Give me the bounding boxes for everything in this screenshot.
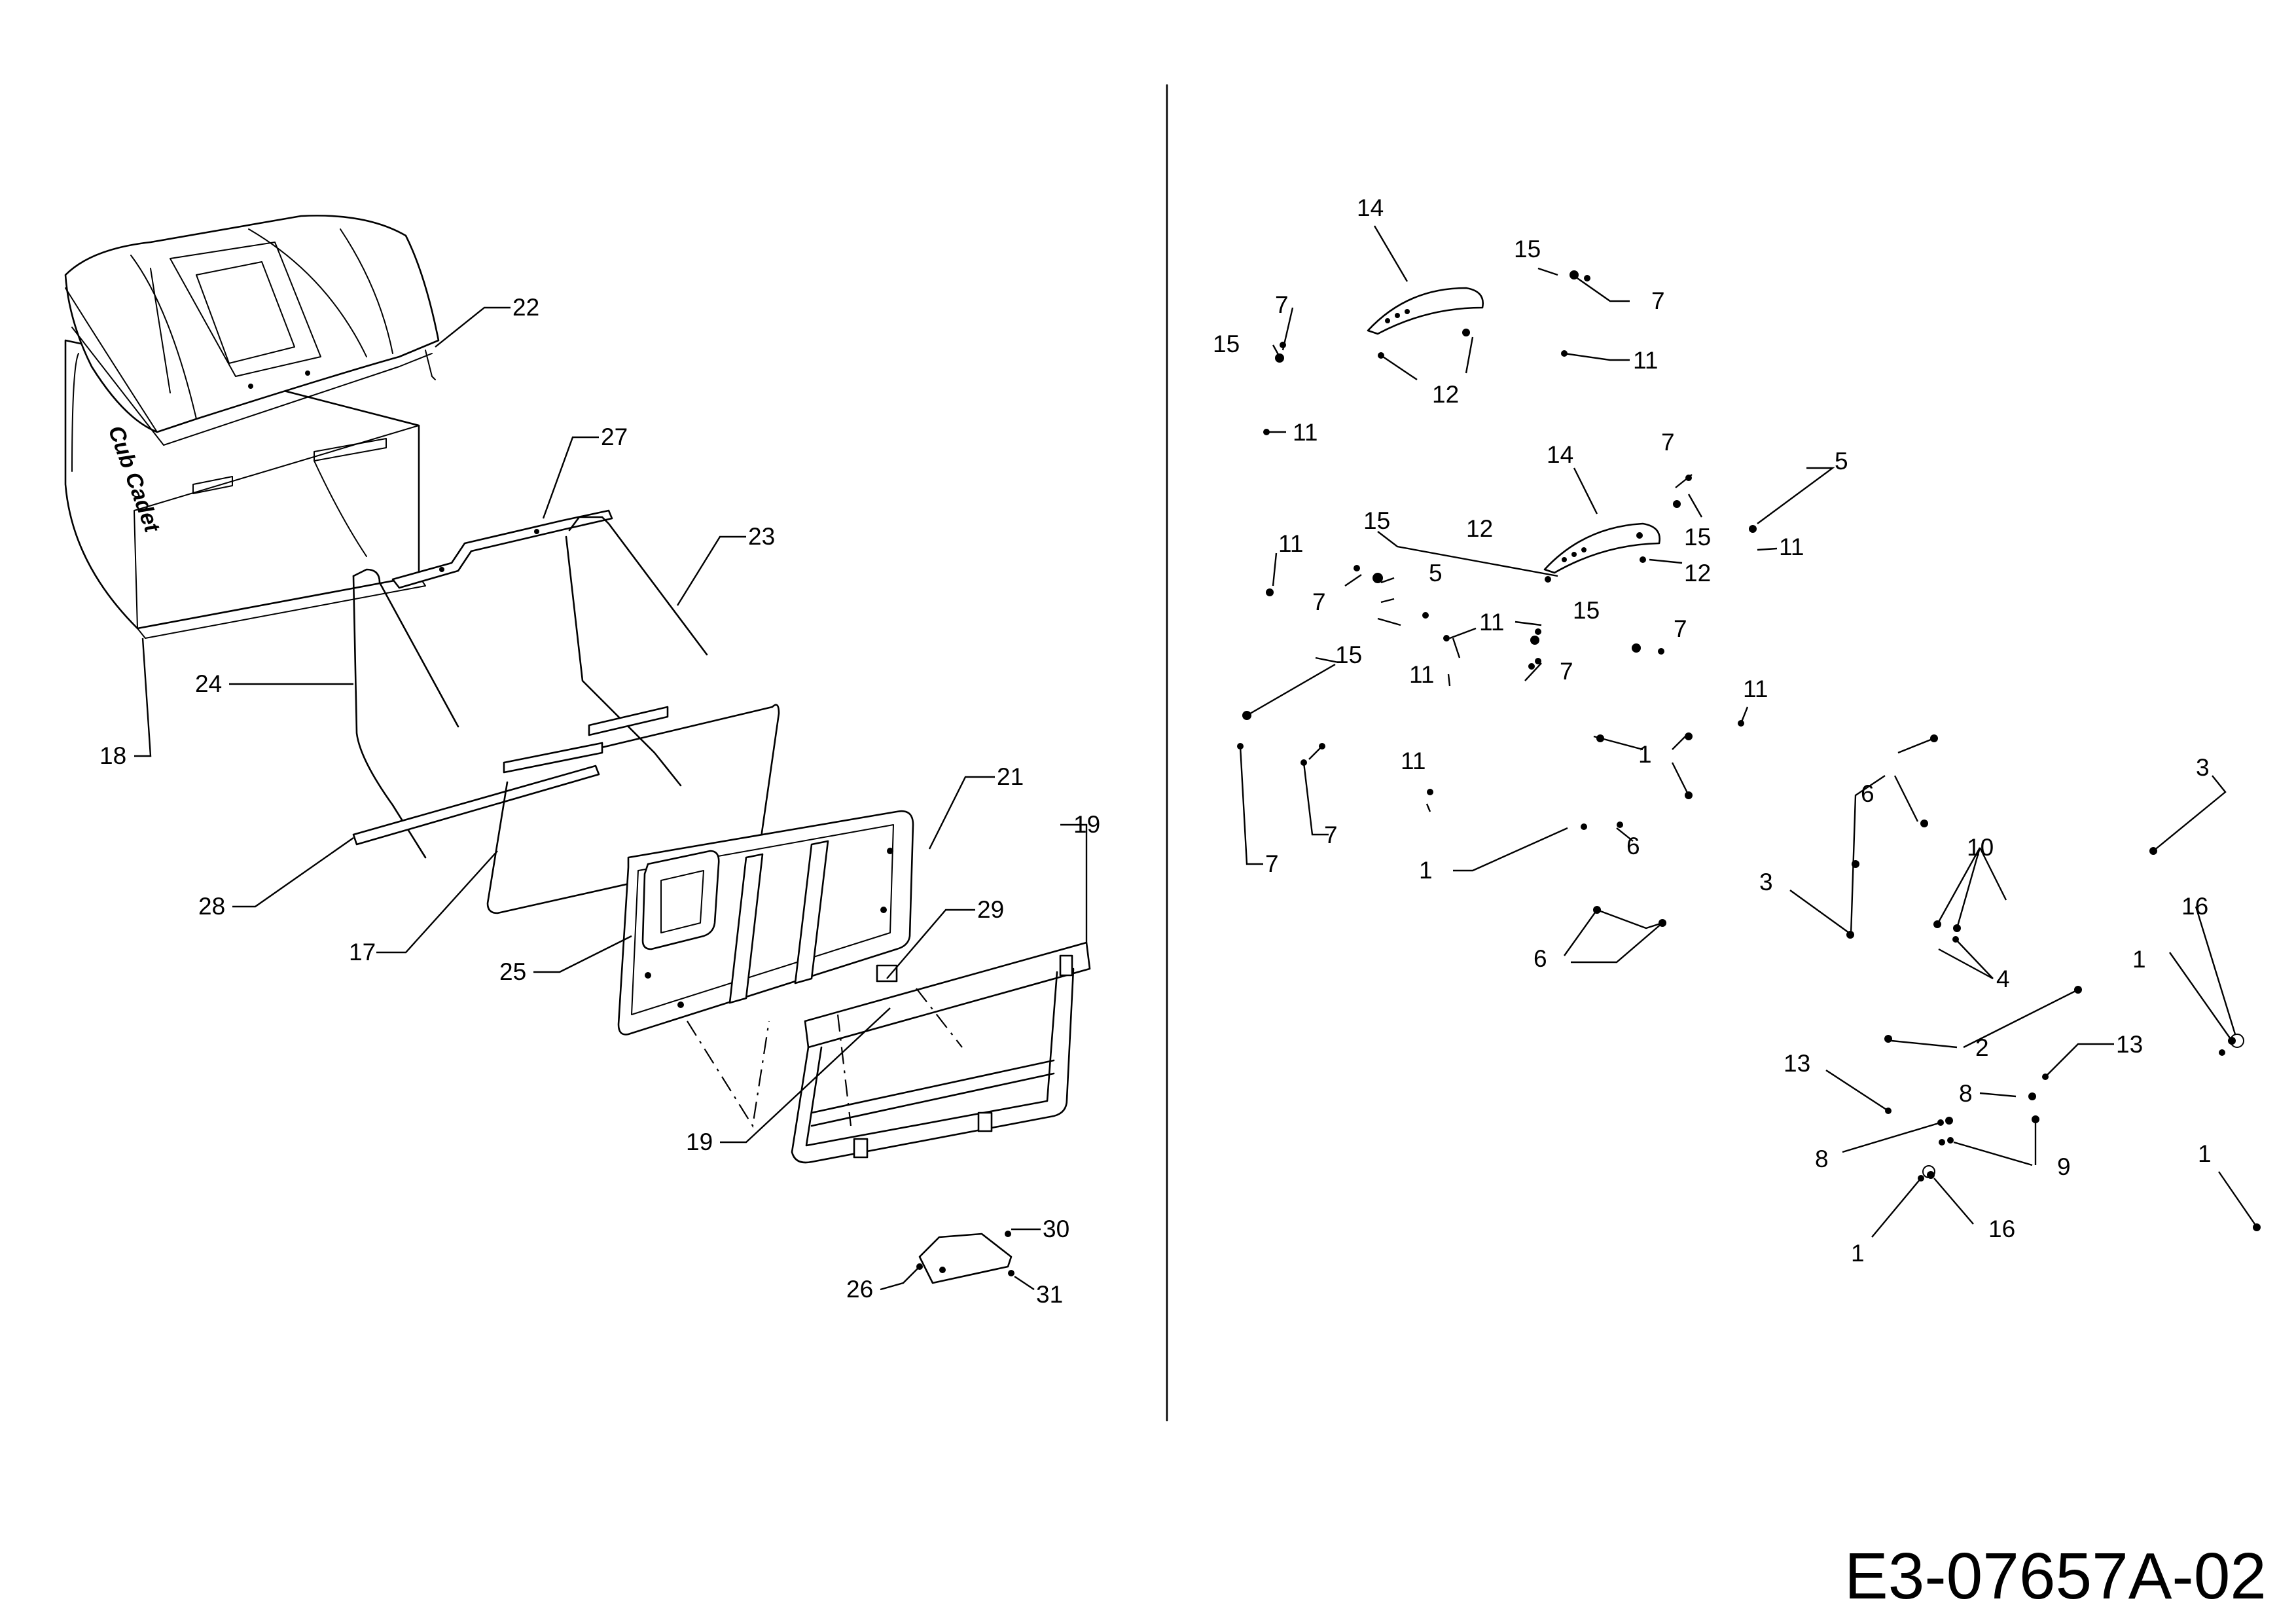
top-bar bbox=[391, 509, 613, 589]
callout-11-b: 11 bbox=[1293, 419, 1318, 446]
callout-15-b: 15 bbox=[1213, 331, 1240, 357]
fasteners bbox=[1237, 270, 2261, 1231]
callout-1-a: 1 bbox=[1638, 741, 1652, 768]
plate-26 bbox=[918, 1233, 1013, 1284]
callout-7-c: 7 bbox=[1661, 429, 1675, 456]
callout-11-c: 11 bbox=[1278, 530, 1303, 557]
callout-6-a: 6 bbox=[1626, 833, 1640, 859]
callout-15-c: 15 bbox=[1363, 507, 1390, 534]
callout-15-d: 15 bbox=[1684, 524, 1711, 550]
callout-16-b: 16 bbox=[1988, 1216, 2015, 1242]
callout-15-f: 15 bbox=[1335, 641, 1362, 668]
bar-28 bbox=[352, 765, 600, 846]
frame-24 bbox=[352, 568, 459, 859]
callout-14-lower: 14 bbox=[1547, 441, 1573, 468]
callout-9: 9 bbox=[2057, 1153, 2071, 1180]
callout-13-a: 13 bbox=[1784, 1050, 1810, 1077]
callout-31: 31 bbox=[1036, 1281, 1063, 1308]
callout-23: 23 bbox=[748, 523, 775, 550]
callout-11-d: 11 bbox=[1779, 533, 1804, 560]
callout-7-d: 7 bbox=[1312, 588, 1326, 615]
callout-17: 17 bbox=[349, 939, 376, 965]
callout-7-h: 7 bbox=[1265, 850, 1279, 877]
callout-14-upper: 14 bbox=[1357, 194, 1384, 221]
right-leaders bbox=[1239, 225, 2255, 1238]
callout-3-a: 3 bbox=[2196, 754, 2210, 781]
callout-6-c: 6 bbox=[1534, 945, 1547, 972]
callout-1-d: 1 bbox=[2198, 1140, 2212, 1167]
callout-11-e: 11 bbox=[1479, 609, 1504, 636]
callout-26: 26 bbox=[846, 1276, 873, 1303]
callout-6-b: 6 bbox=[1861, 780, 1874, 807]
callout-30: 30 bbox=[1043, 1216, 1069, 1242]
callout-12-a: 12 bbox=[1432, 381, 1459, 408]
callout-29: 29 bbox=[977, 896, 1004, 923]
callout-7-e: 7 bbox=[1674, 615, 1687, 642]
drawing-number: E3-07657A-02 bbox=[1844, 1540, 2267, 1613]
callout-11-a: 11 bbox=[1633, 347, 1658, 374]
callout-13-b: 13 bbox=[2116, 1031, 2143, 1058]
callout-27: 27 bbox=[601, 424, 628, 450]
callout-19-bottom: 19 bbox=[686, 1128, 713, 1155]
callout-7-b: 7 bbox=[1651, 287, 1665, 314]
callout-11-h: 11 bbox=[1401, 748, 1426, 774]
callout-3-b: 3 bbox=[1759, 869, 1773, 895]
frame-17 bbox=[486, 704, 780, 914]
callout-22: 22 bbox=[512, 294, 539, 321]
callout-15-e: 15 bbox=[1573, 597, 1600, 624]
hardware-group: 14 15 7 7 15 12 11 11 14 7 5 15 11 15 12… bbox=[1213, 194, 2261, 1267]
callout-1-e: 1 bbox=[1851, 1240, 1865, 1267]
callout-12-b: 12 bbox=[1466, 515, 1493, 542]
callout-8-b: 8 bbox=[1815, 1146, 1829, 1172]
callout-12-c: 12 bbox=[1684, 560, 1711, 586]
callout-5-a: 5 bbox=[1835, 448, 1848, 475]
callout-16-a: 16 bbox=[2181, 893, 2208, 920]
callout-11-f: 11 bbox=[1409, 661, 1434, 688]
callout-24: 24 bbox=[195, 670, 222, 697]
callout-21: 21 bbox=[997, 763, 1024, 790]
callout-7-a: 7 bbox=[1275, 291, 1289, 318]
handle-lower bbox=[1543, 522, 1660, 574]
callout-7-f: 7 bbox=[1560, 658, 1573, 685]
handle-upper bbox=[1367, 287, 1484, 335]
callout-10: 10 bbox=[1967, 834, 1994, 861]
door-panel bbox=[617, 810, 914, 1036]
callout-1-b: 1 bbox=[1419, 857, 1433, 884]
callout-18: 18 bbox=[99, 742, 126, 769]
callout-25: 25 bbox=[499, 958, 526, 985]
callout-15-a: 15 bbox=[1514, 236, 1541, 262]
frame-19 bbox=[791, 941, 1091, 1164]
left-leaders bbox=[134, 306, 1088, 1291]
callout-11-g: 11 bbox=[1743, 676, 1768, 702]
bag-lid bbox=[64, 215, 440, 446]
callout-19-top: 19 bbox=[1073, 811, 1100, 838]
rod-23 bbox=[568, 516, 708, 656]
callout-1-c: 1 bbox=[2132, 946, 2146, 973]
latch-29 bbox=[876, 964, 898, 983]
grass-bag-assembly: Cub Cadet bbox=[64, 215, 1100, 1308]
callout-2: 2 bbox=[1975, 1034, 1989, 1061]
callout-4: 4 bbox=[1996, 965, 2010, 992]
callout-8-a: 8 bbox=[1959, 1080, 1973, 1107]
callout-5-b: 5 bbox=[1429, 560, 1443, 586]
callout-7-g: 7 bbox=[1324, 821, 1338, 848]
callout-28: 28 bbox=[198, 893, 225, 920]
